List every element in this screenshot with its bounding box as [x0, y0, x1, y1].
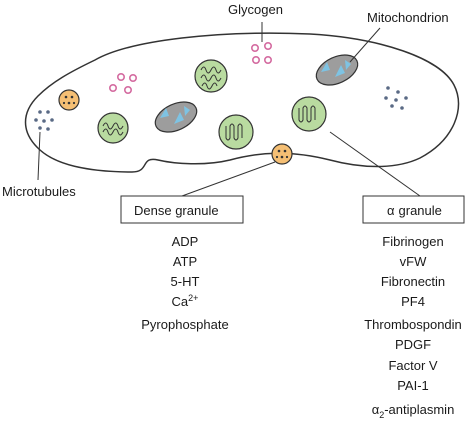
alpha-item-pdgf: PDGF [395, 337, 431, 352]
alpha-granule-leader [329, 131, 421, 197]
mitochondrion-1 [154, 101, 198, 133]
dense-item-pyrophosphate: Pyrophosphate [141, 317, 228, 332]
antiplasmin-subscript: 2 [379, 410, 384, 420]
glycogen-label: Glycogen [228, 2, 283, 17]
platelet-membrane [24, 32, 460, 173]
microtubules-label: Microtubules [2, 184, 76, 199]
alpha-item-antiplasmin: α2-antiplasmin [372, 402, 455, 420]
mitochondrion-2 [315, 54, 359, 86]
microtubule-dots-left [34, 110, 54, 131]
dense-granule-box [120, 195, 244, 224]
alpha-granule-title: α granule [387, 203, 442, 218]
alpha-item-thrombospondin: Thrombospondin [364, 317, 462, 332]
dense-item-5ht: 5-HT [171, 274, 200, 289]
calcium-symbol: Ca [172, 294, 189, 309]
alpha-item-pf4: PF4 [401, 294, 425, 309]
alpha-item-pai1: PAI-1 [397, 378, 429, 393]
dense-item-atp: ATP [173, 254, 197, 269]
alpha-granule-box [362, 195, 465, 224]
dense-item-calcium: Ca2+ [172, 293, 199, 309]
dense-item-adp: ADP [172, 234, 199, 249]
dense-granule-title: Dense granule [134, 203, 219, 218]
mitochondrion-leader [349, 27, 381, 63]
dense-granule-cell-2 [271, 143, 293, 165]
alpha-symbol: α [387, 203, 395, 218]
alpha-granule-cell-4 [291, 96, 327, 132]
glycogen-particles [109, 41, 272, 95]
antiplasmin-suffix: -antiplasmin [384, 402, 454, 417]
antiplasmin-alpha: α [372, 402, 380, 417]
alpha-item-factor-v: Factor V [388, 358, 437, 373]
calcium-superscript: 2+ [188, 293, 198, 303]
alpha-granule-cell-2 [194, 59, 228, 93]
alpha-granule-cell-1 [97, 112, 129, 144]
alpha-item-fibronectin: Fibronectin [381, 274, 445, 289]
alpha-item-fibrinogen: Fibrinogen [382, 234, 443, 249]
dense-granule-leader [181, 161, 276, 197]
alpha-granule-cell-3 [218, 114, 254, 150]
alpha-item-vfw: vFW [400, 254, 427, 269]
microtubules-leader [37, 131, 41, 181]
dense-granule-cell-1 [58, 89, 80, 111]
microtubule-dots-right [384, 86, 408, 110]
alpha-granule-title-text: granule [399, 203, 442, 218]
mitochondrion-label: Mitochondrion [367, 10, 449, 25]
